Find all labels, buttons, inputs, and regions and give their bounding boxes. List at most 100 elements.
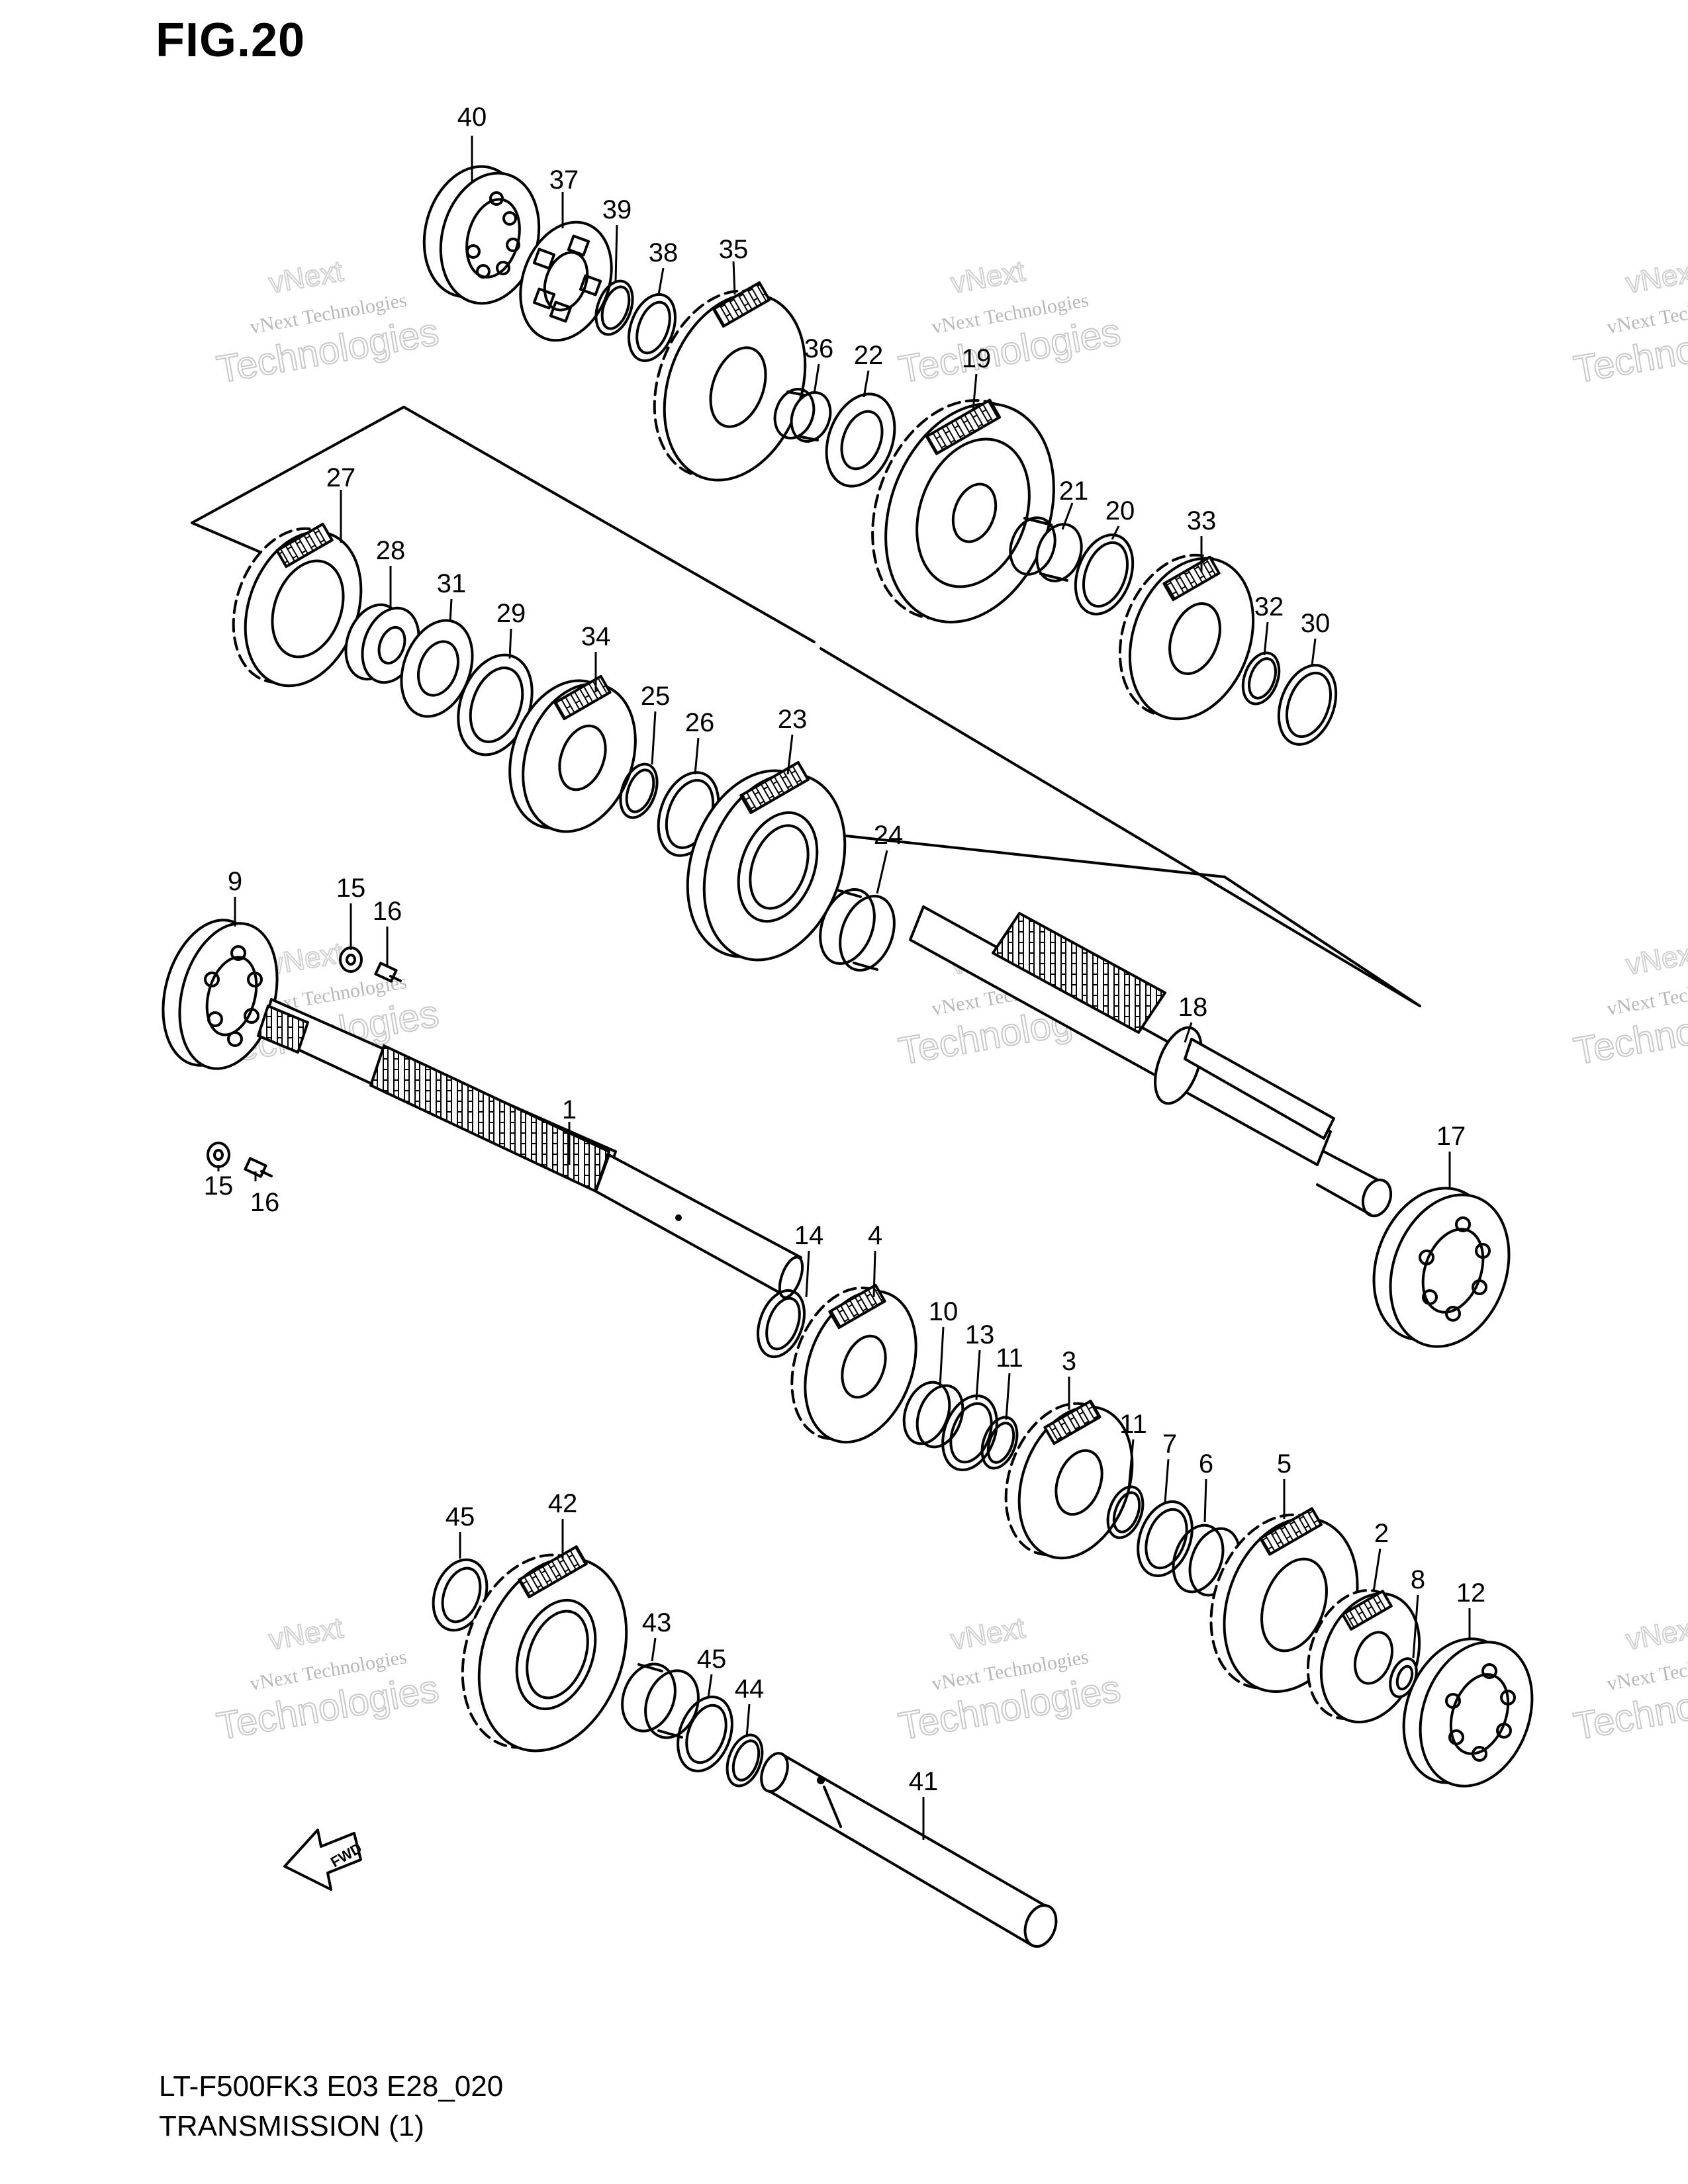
part-27-gear xyxy=(232,522,363,688)
part-4-gear xyxy=(790,1283,917,1444)
callout-6[interactable]: 6 xyxy=(1199,1449,1213,1479)
callout-15[interactable]: 15 xyxy=(204,1171,234,1201)
callout-17[interactable]: 17 xyxy=(1436,1122,1466,1151)
part-42-gear xyxy=(461,1545,628,1752)
part-30-washer xyxy=(1277,664,1338,746)
callout-21[interactable]: 21 xyxy=(1059,477,1089,506)
callout-16[interactable]: 16 xyxy=(250,1188,280,1217)
callout-31[interactable]: 31 xyxy=(437,569,467,598)
callout-37[interactable]: 37 xyxy=(549,165,579,195)
callout-45[interactable]: 45 xyxy=(445,1502,475,1531)
part-25-circlip xyxy=(619,762,659,819)
callout-35[interactable]: 35 xyxy=(719,235,749,264)
callout-5[interactable]: 5 xyxy=(1277,1449,1291,1479)
callout-38[interactable]: 38 xyxy=(649,238,679,267)
part-35-gear xyxy=(653,281,807,482)
callout-11[interactable]: 11 xyxy=(996,1343,1023,1373)
part-43-bushing xyxy=(621,1662,700,1739)
part-12-bearing xyxy=(1402,1637,1534,1788)
part-1-mainshaft xyxy=(257,998,804,1299)
part-45-washer xyxy=(677,1695,733,1773)
diagram-name: TRANSMISSION (1) xyxy=(159,2110,424,2142)
callout-26[interactable]: 26 xyxy=(685,708,715,737)
watermark-vnext: vNext xyxy=(1624,1612,1688,1657)
callout-36[interactable]: 36 xyxy=(804,334,834,363)
part-34-gear xyxy=(508,674,637,833)
callout-3[interactable]: 3 xyxy=(1062,1347,1076,1376)
part-40-bearing xyxy=(422,165,541,305)
part-11-circlip xyxy=(980,1416,1019,1470)
callout-labels: 40 37 39 38 35 36 22 19 21 20 33 32 30 2… xyxy=(204,103,1486,1796)
part-15-washer xyxy=(339,946,363,973)
figure-title: FIG.20 xyxy=(156,14,306,67)
callout-39[interactable]: 39 xyxy=(602,195,632,224)
callout-23[interactable]: 23 xyxy=(778,705,808,734)
callout-33[interactable]: 33 xyxy=(1187,506,1217,535)
subassembly-bracket xyxy=(820,647,1421,1007)
part-3-gear xyxy=(1004,1399,1134,1560)
callout-28[interactable]: 28 xyxy=(376,536,406,565)
part-32-circlip xyxy=(1241,651,1281,705)
part-33-gear xyxy=(1118,553,1255,721)
callout-25[interactable]: 25 xyxy=(641,682,671,711)
part-15-washer xyxy=(207,1142,230,1168)
part-18-countershaft xyxy=(909,905,1393,1218)
callout-40[interactable]: 40 xyxy=(457,103,487,132)
callout-45[interactable]: 45 xyxy=(697,1645,727,1674)
callout-8[interactable]: 8 xyxy=(1411,1565,1425,1594)
callout-34[interactable]: 34 xyxy=(581,622,611,651)
part-7-washer xyxy=(1137,1500,1194,1578)
part-16-bolt xyxy=(244,1157,273,1178)
part-24-bushing xyxy=(819,887,896,972)
leader-lines xyxy=(217,136,1471,1840)
fwd-arrow-icon xyxy=(283,1829,362,1891)
callout-2[interactable]: 2 xyxy=(1374,1519,1389,1548)
part-14-circlip xyxy=(757,1289,806,1359)
model-code: LT-F500FK3 E03 E28_020 xyxy=(159,2070,504,2103)
part-36-collar xyxy=(773,388,832,443)
part-20-washer xyxy=(1074,533,1135,615)
part-44-circlip xyxy=(726,1733,764,1788)
part-38-washer xyxy=(628,293,677,363)
part-39-circlip xyxy=(594,279,634,336)
callout-27[interactable]: 27 xyxy=(326,463,356,492)
callout-12[interactable]: 12 xyxy=(1456,1578,1486,1608)
callout-15[interactable]: 15 xyxy=(336,874,366,903)
callout-41[interactable]: 41 xyxy=(909,1767,939,1796)
part-37-hub xyxy=(519,220,613,342)
watermark-vnext: vNext xyxy=(1624,936,1688,981)
callout-10[interactable]: 10 xyxy=(929,1297,959,1326)
callout-9[interactable]: 9 xyxy=(228,867,242,896)
part-11-circlip xyxy=(1106,1485,1145,1539)
callout-4[interactable]: 4 xyxy=(868,1221,882,1250)
callout-18[interactable]: 18 xyxy=(1178,993,1208,1022)
callout-7[interactable]: 7 xyxy=(1162,1430,1177,1459)
callout-43[interactable]: 43 xyxy=(642,1608,672,1637)
callout-11[interactable]: 11 xyxy=(1119,1410,1147,1439)
callout-1[interactable]: 1 xyxy=(562,1095,577,1124)
part-16-bolt xyxy=(374,962,402,983)
subassembly-bracket xyxy=(191,406,816,643)
callout-19[interactable]: 19 xyxy=(962,344,992,373)
callout-24[interactable]: 24 xyxy=(874,821,904,850)
watermark-vnext: vNext xyxy=(1624,255,1688,300)
callout-22[interactable]: 22 xyxy=(854,341,884,370)
callout-13[interactable]: 13 xyxy=(965,1320,995,1349)
watermark-vnext: vNext xyxy=(949,255,1027,300)
part-13-washer xyxy=(941,1394,998,1472)
subassembly-bracket xyxy=(191,522,263,554)
callout-16[interactable]: 16 xyxy=(373,897,402,926)
callout-32[interactable]: 32 xyxy=(1254,592,1284,621)
callout-14[interactable]: 14 xyxy=(794,1221,824,1250)
watermark-vnext: vNext xyxy=(267,255,346,300)
callout-44[interactable]: 44 xyxy=(735,1674,765,1704)
subassembly-bracket xyxy=(826,833,1226,878)
part-23-gear xyxy=(686,761,847,962)
callout-29[interactable]: 29 xyxy=(496,599,526,628)
callout-30[interactable]: 30 xyxy=(1301,609,1331,638)
callout-20[interactable]: 20 xyxy=(1105,496,1135,525)
watermark-vnext: vNext xyxy=(267,1612,346,1657)
callout-42[interactable]: 42 xyxy=(548,1489,578,1518)
part-17-bearing xyxy=(1372,1187,1511,1348)
part-21-bushing xyxy=(1009,516,1083,582)
